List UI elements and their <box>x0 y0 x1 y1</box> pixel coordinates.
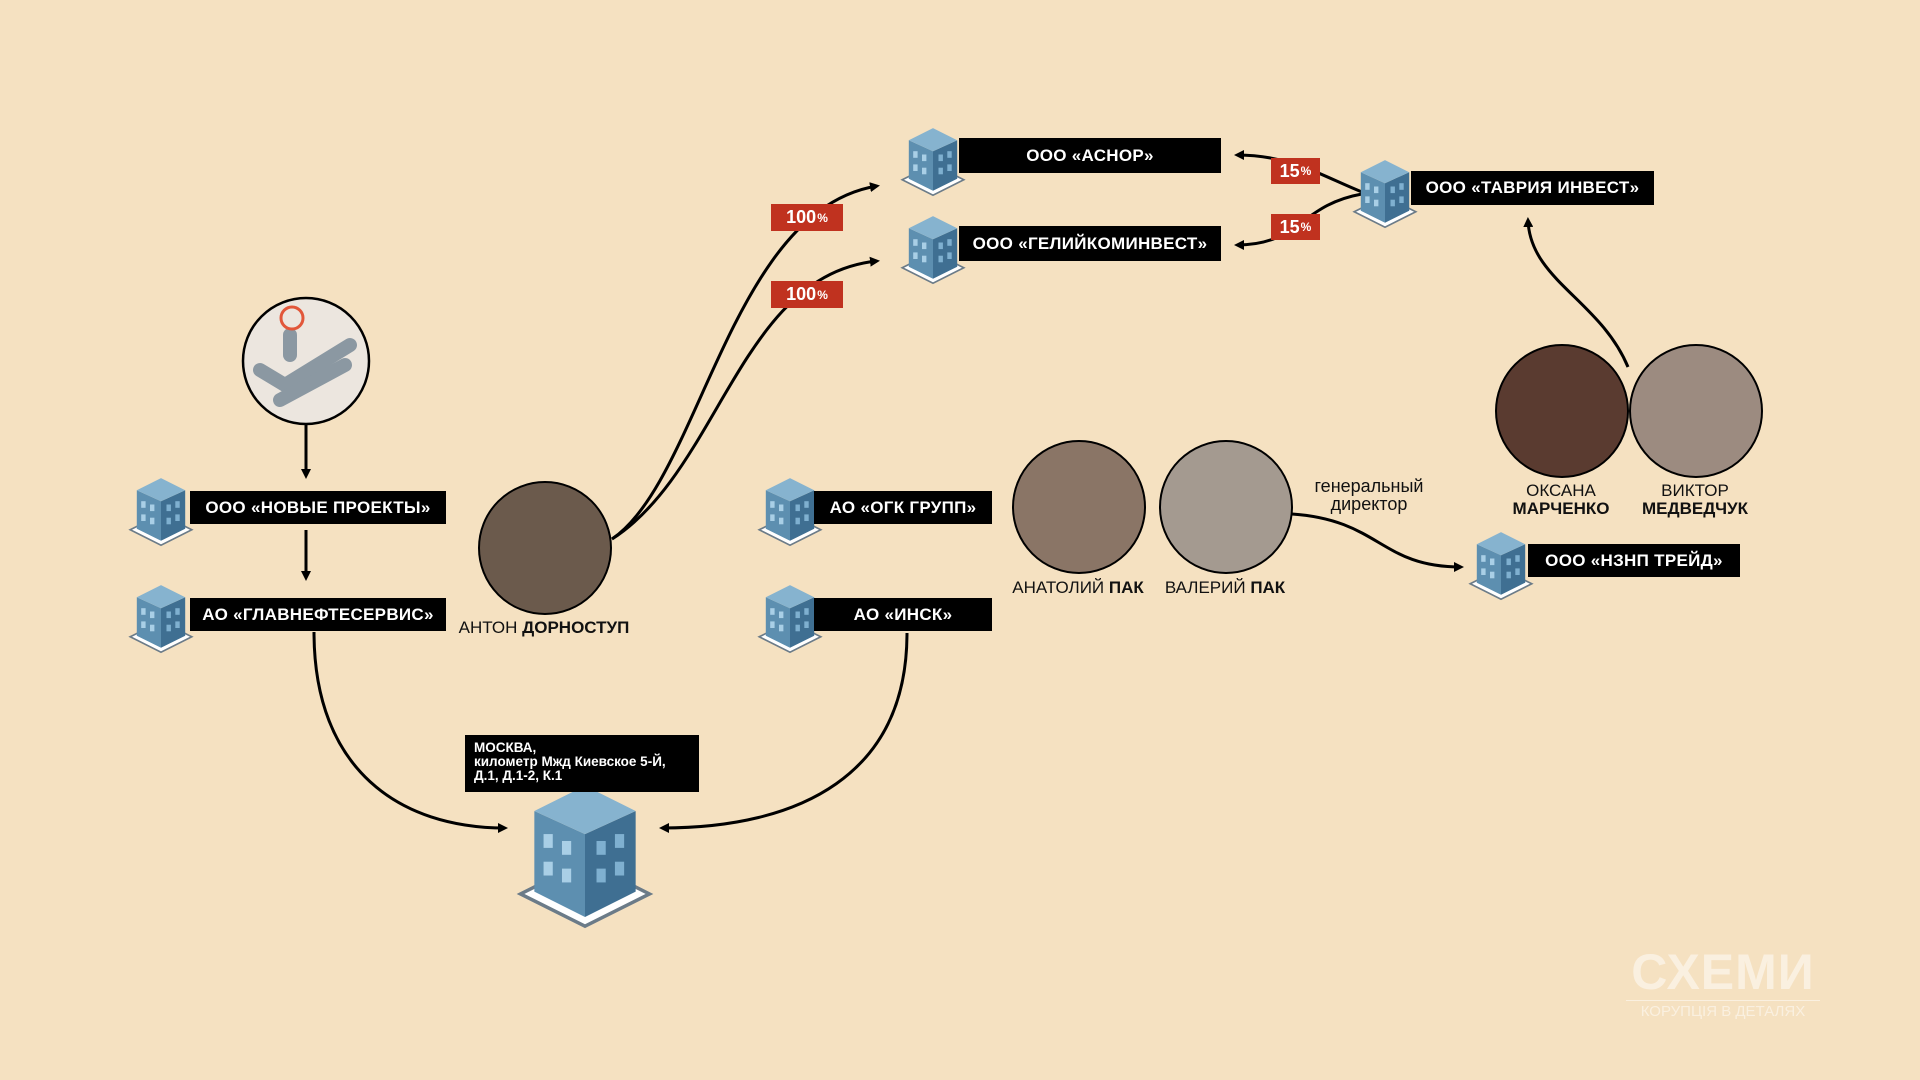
address-label: МОСКВА, километр Мжд Киевское 5-Й, Д.1, … <box>465 735 699 792</box>
first-name: АНАТОЛИЙ <box>1012 578 1105 597</box>
pipeline-icon <box>241 296 371 426</box>
first-name: ВАЛЕРИЙ <box>1164 578 1246 597</box>
first-name: ОКСАНА <box>1526 481 1596 500</box>
company-novye-proekty: ООО «НОВЫЕ ПРОЕКТЫ» <box>190 491 446 524</box>
last-name: ПАК <box>1250 578 1286 597</box>
address-line: МОСКВА, <box>474 740 537 755</box>
logo: СХЕМИ КОРУПЦІЯ В ДЕТАЛЯХ <box>1626 946 1820 1020</box>
address-line: километр Мжд Киевское 5-Й, <box>474 754 666 769</box>
arrow-medvedchuk-to-tavria <box>1523 217 1630 368</box>
building-icon <box>901 215 965 285</box>
percent-sign: % <box>1300 220 1312 234</box>
large-building-icon <box>518 783 652 929</box>
share-value: 100 <box>786 207 817 227</box>
company-glavnefteservis: АО «ГЛАВНЕФТЕСЕРВИС» <box>190 598 446 631</box>
share-value: 100 <box>786 284 817 304</box>
logo-title: СХЕМИ <box>1631 944 1815 1000</box>
last-name: ПАК <box>1108 578 1144 597</box>
last-name: ДОРНОСТУП <box>522 618 630 637</box>
building-icon <box>758 584 822 654</box>
last-name: МЕДВЕДЧУК <box>1641 499 1749 518</box>
share-badge-100: 100% <box>771 204 843 231</box>
photo-anatoly-pak <box>1012 440 1146 574</box>
last-name: МАРЧЕНКО <box>1512 499 1610 518</box>
share-value: 15 <box>1279 160 1300 181</box>
building-icon <box>1469 531 1533 601</box>
share-badge-15: 15% <box>1271 158 1320 184</box>
building-icon <box>758 477 822 547</box>
percent-sign: % <box>817 210 828 225</box>
first-name: ВИКТОР <box>1661 481 1729 500</box>
building-icon <box>129 584 193 654</box>
photo-oksana-marchenko <box>1495 344 1629 478</box>
arrow-insk-to-address <box>659 632 909 833</box>
arrow-glavneft-to-address <box>312 631 508 833</box>
company-insk: АО «ИНСК» <box>814 598 992 631</box>
share-value: 15 <box>1279 216 1300 237</box>
building-icons <box>129 127 1533 929</box>
company-nznp-treid: ООО «НЗНП ТРЕЙД» <box>1528 544 1740 577</box>
company-asnor: ООО «АСНОР» <box>959 138 1221 173</box>
percent-sign: % <box>817 287 828 302</box>
arrow-anton-to-geliy <box>611 256 880 541</box>
role-line: директор <box>1330 494 1408 514</box>
building-icon <box>901 127 965 197</box>
person-name-valery: ВАЛЕРИЙ ПАК <box>1165 579 1285 597</box>
building-icon <box>129 477 193 547</box>
company-tavria-invest: ООО «ТАВРИЯ ИНВЕСТ» <box>1411 171 1654 205</box>
photo-anton-dornostup <box>478 481 612 615</box>
photo-valery-pak <box>1159 440 1293 574</box>
logo-subtitle: КОРУПЦІЯ В ДЕТАЛЯХ <box>1626 1000 1820 1020</box>
photo-viktor-medvedchuk <box>1629 344 1763 478</box>
arrow-valery-to-nznp <box>1291 512 1464 572</box>
building-icon <box>1353 159 1417 229</box>
company-geliykominvest: ООО «ГЕЛИЙКОМИНВЕСТ» <box>959 226 1221 261</box>
person-name-anton: АНТОН ДОРНОСТУП <box>459 619 630 637</box>
address-line: Д.1, Д.1-2, К.1 <box>474 768 563 783</box>
share-badge-100: 100% <box>771 281 843 308</box>
person-name-anatoly: АНАТОЛИЙ ПАК <box>1012 579 1143 597</box>
role-line: генеральный <box>1314 476 1424 496</box>
share-badge-15: 15% <box>1271 214 1320 240</box>
company-ogk-grupp: АО «ОГК ГРУПП» <box>814 491 992 524</box>
percent-sign: % <box>1300 164 1312 178</box>
first-name: АНТОН <box>458 618 518 637</box>
